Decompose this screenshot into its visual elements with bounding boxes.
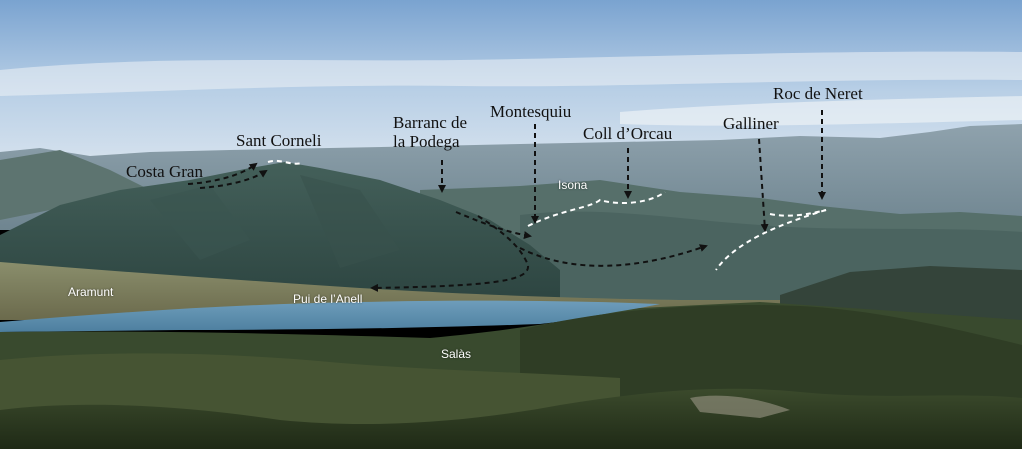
cloud-band xyxy=(0,51,1022,96)
label-pui-de-l-anell: Pui de l’Anell xyxy=(293,292,363,306)
label-isona: Isona xyxy=(558,178,588,192)
label-sant-corneli: Sant Corneli xyxy=(236,131,322,150)
costa-gran-arrow-1 xyxy=(187,162,258,185)
label-coll-d-orcau: Coll d’Orcau xyxy=(583,124,673,143)
label-salas: Salàs xyxy=(441,347,472,361)
white-dashed-traces xyxy=(267,159,827,271)
label-galliner: Galliner xyxy=(723,114,779,133)
galliner-trace xyxy=(769,209,827,217)
label-costa-gran: Costa Gran xyxy=(126,162,203,181)
left-ridge xyxy=(0,150,150,220)
label-barranc-line-2: la Podega xyxy=(393,132,460,151)
black-dashed-arrows xyxy=(187,110,826,292)
montesquiu-orcau-trace xyxy=(527,191,666,227)
galliner-arrow xyxy=(758,138,769,232)
label-barranc-de-la-podega: Barranc de la Podega xyxy=(393,113,467,151)
sant-corneli-trace xyxy=(267,159,303,165)
label-aramunt: Aramunt xyxy=(68,285,114,299)
label-roc-de-neret: Roc de Neret xyxy=(773,84,863,103)
pui-anell-arrow xyxy=(370,215,530,292)
barranc-east-arrow xyxy=(455,211,532,240)
label-barranc-line-1: Barranc de xyxy=(393,113,468,132)
sant-corneli-massif xyxy=(0,162,560,300)
costa-gran-arrow-2 xyxy=(199,169,268,189)
reservoir xyxy=(0,300,660,332)
label-montesquiu: Montesquiu xyxy=(490,102,572,121)
